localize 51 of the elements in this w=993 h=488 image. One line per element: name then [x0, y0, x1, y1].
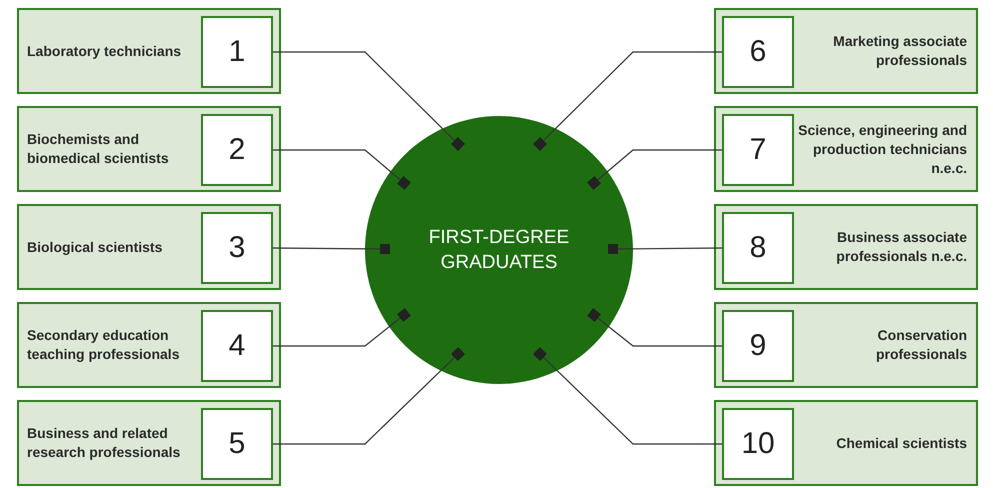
number-box — [722, 408, 794, 480]
connector-line — [273, 149, 412, 190]
occupation-label: Chemical scientists — [835, 434, 967, 452]
number-box — [201, 16, 273, 88]
number-box — [201, 310, 273, 382]
item-number: 6 — [750, 35, 766, 69]
item-number: 9 — [750, 329, 766, 363]
item-number: 4 — [228, 329, 246, 363]
item-number: 3 — [228, 231, 246, 265]
item-number: 8 — [750, 231, 766, 265]
connector-line — [608, 244, 722, 254]
occupation-label: Conservation professionals — [874, 326, 967, 364]
connector-line — [273, 346, 466, 445]
connector-line — [273, 308, 412, 347]
connector-line — [532, 51, 722, 152]
occupation-card — [714, 302, 978, 388]
occupation-card — [17, 302, 281, 388]
occupation-label: Laboratory technicians — [27, 42, 182, 61]
number-box — [201, 212, 273, 284]
occupation-card — [17, 400, 281, 486]
occupation-label: Secondary education teaching professionals — [27, 326, 180, 364]
connector-line — [586, 308, 722, 347]
occupation-card — [714, 106, 978, 192]
occupation-label: Biochemists and biomedical scientists — [27, 130, 170, 168]
connector-line — [273, 244, 390, 254]
occupation-label: Biological scientists — [27, 238, 164, 257]
occupation-card — [17, 8, 281, 94]
number-box — [722, 310, 794, 382]
item-number: 10 — [741, 427, 775, 461]
occupation-label: Marketing associate professionals — [832, 32, 967, 70]
occupation-card — [714, 8, 978, 94]
item-number: 7 — [750, 133, 766, 167]
connector-line — [586, 149, 722, 190]
item-number: 2 — [228, 133, 246, 167]
number-box — [722, 212, 794, 284]
item-number: 1 — [228, 35, 246, 69]
number-box — [201, 408, 273, 480]
occupation-card — [17, 106, 281, 192]
occupation-card — [17, 204, 281, 290]
number-box — [722, 16, 794, 88]
number-box — [201, 114, 273, 186]
occupation-label: Business and related research professionals — [27, 424, 182, 462]
occupation-card — [714, 400, 978, 486]
occupation-card — [714, 204, 978, 290]
item-number: 5 — [228, 427, 246, 461]
center-label: FIRST-DEGREE GRADUATES — [428, 226, 570, 275]
connector-line — [273, 51, 466, 152]
occupation-label: Science, engineering and production technicians n.e.c. — [797, 120, 967, 178]
occupation-label: Business associate professionals n.e.c. — [835, 228, 967, 266]
connector-line — [532, 346, 722, 445]
number-box — [722, 114, 794, 186]
